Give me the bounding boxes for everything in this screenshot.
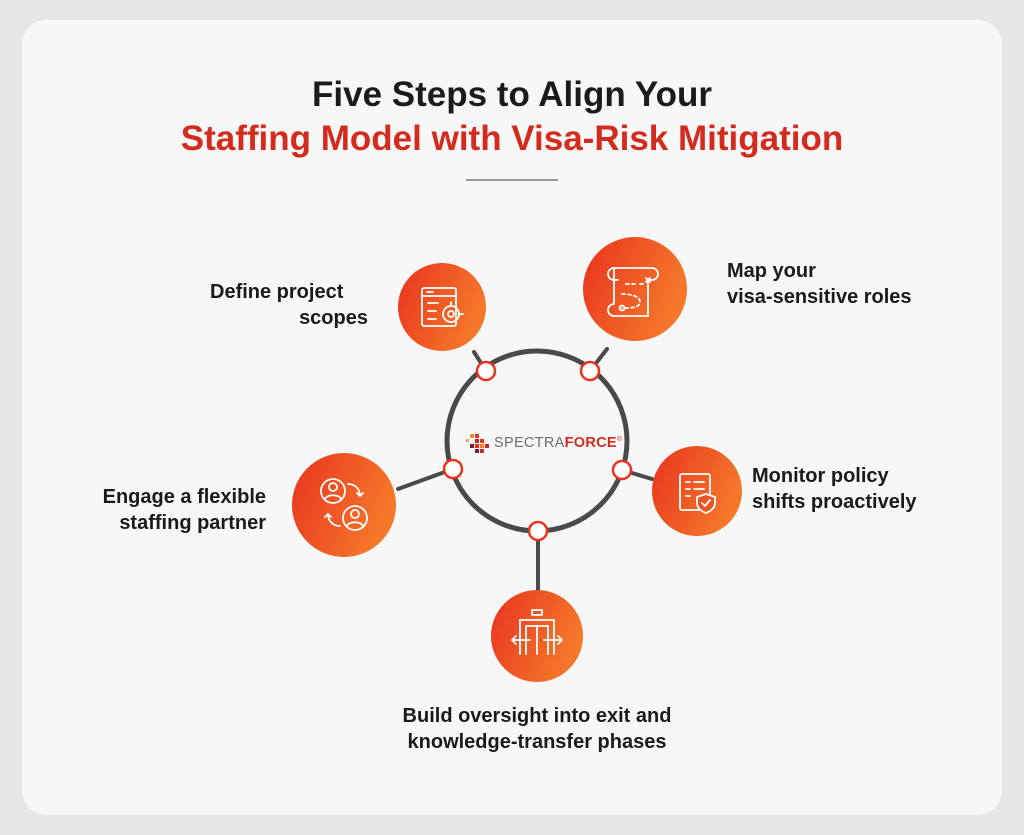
ring-node-1: [475, 360, 497, 382]
step-4-line-1: Build oversight into exit and: [402, 705, 672, 727]
step-2-line-1: Map your: [727, 260, 816, 282]
step-2-line-2: visa-sensitive roles: [727, 286, 912, 308]
logo-part-spectra: SPECTRA: [494, 434, 565, 451]
title-divider: [466, 179, 558, 181]
staffing-partner-icon: [320, 478, 368, 531]
step-label-3: Monitor policy shifts proactively: [752, 463, 917, 515]
step-1-line-1: Define project: [210, 281, 344, 303]
step-3-line-1: Monitor policy: [752, 465, 889, 487]
spectraforce-logo-mark: [466, 434, 489, 453]
step-label-2: Map your visa-sensitive roles: [727, 258, 912, 310]
logo-wordmark: SPECTRAFORCE®: [494, 428, 622, 455]
step-bubble-3: [652, 446, 742, 536]
step-label-1: Define project scopes: [210, 279, 368, 331]
map-roles-icon: [607, 267, 659, 317]
step-4-line-2: knowledge-transfer phases: [407, 731, 667, 753]
step-bubble-2: [583, 237, 687, 341]
title-line-2: Staffing Model with Visa-Risk Mitigation: [180, 119, 844, 158]
step-bubble-5: [292, 453, 396, 557]
project-scope-icon: [421, 287, 464, 327]
ring-node-2: [579, 360, 601, 382]
step-label-4: Build oversight into exit and knowledge-…: [312, 703, 762, 755]
title-line-1: Five Steps to Align Your: [312, 75, 712, 114]
exit-doors-icon: [511, 609, 563, 655]
step-5-line-1: Engage a flexible: [102, 486, 266, 508]
step-label-5: Engage a flexible staffing partner: [70, 484, 266, 536]
step-1-line-2: scopes: [299, 307, 368, 329]
ring-node-4: [527, 520, 549, 542]
ring-node-5: [442, 458, 464, 480]
step-bubble-1: [398, 263, 486, 351]
ring-node-3: [611, 459, 633, 481]
logo-registered-mark: ®: [616, 435, 623, 443]
policy-monitor-icon: [679, 473, 716, 514]
ring-nodes: [442, 360, 633, 542]
step-3-line-2: shifts proactively: [752, 491, 917, 513]
step-5-line-2: staffing partner: [119, 512, 266, 534]
spectraforce-logo: SPECTRAFORCE®: [490, 429, 622, 453]
logo-part-force: FORCE: [564, 434, 617, 451]
